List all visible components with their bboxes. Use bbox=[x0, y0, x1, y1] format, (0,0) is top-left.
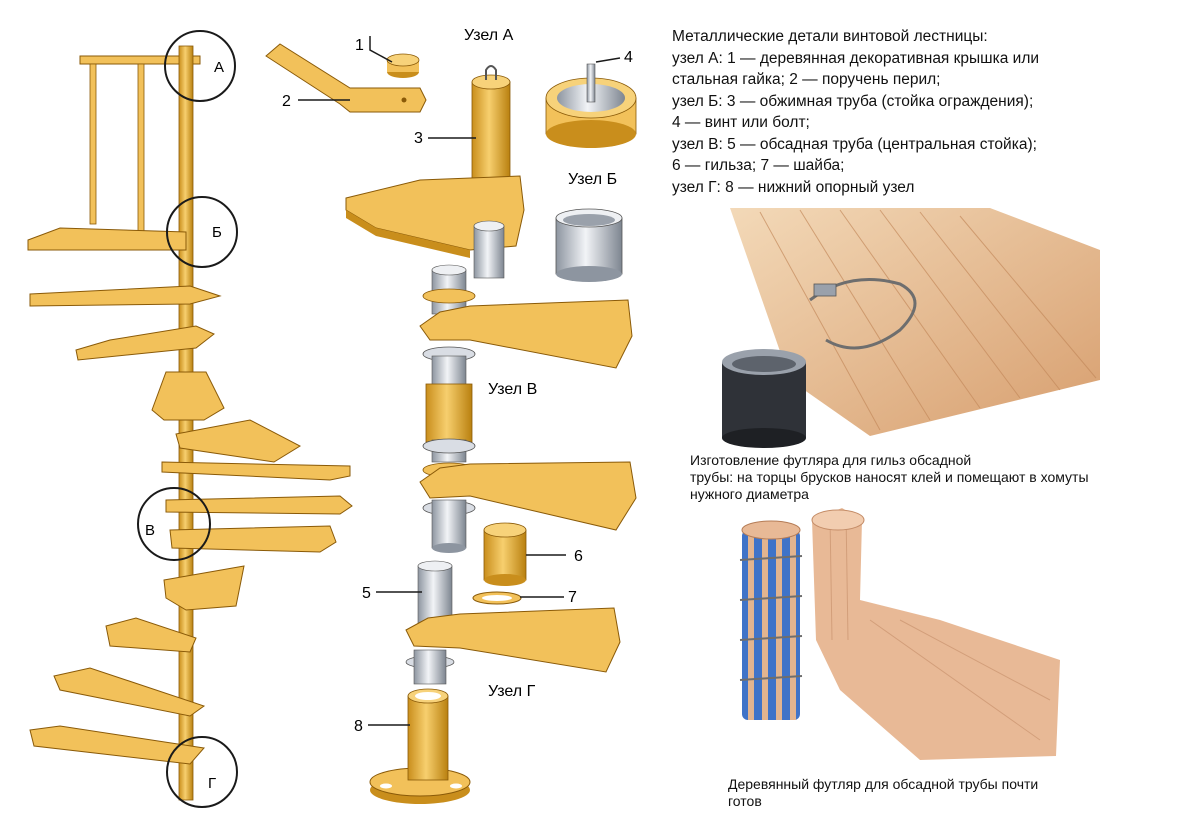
circle-letter-v: В bbox=[145, 522, 155, 539]
part-washer-7 bbox=[472, 591, 522, 605]
part-number-4: 4 bbox=[624, 49, 633, 66]
assembled-staircase bbox=[27, 30, 353, 808]
node-label-b: Узел Б bbox=[568, 171, 617, 188]
circle-letter-a: А bbox=[214, 59, 224, 76]
legend-line: узел Б: 3 — обжимная труба (стойка ограж… bbox=[672, 92, 1034, 110]
photo-clamping-boards bbox=[730, 208, 1100, 436]
part-sleeve-6 bbox=[483, 522, 527, 586]
photo-wooden-casing bbox=[739, 508, 1060, 760]
part-number-1: 1 bbox=[355, 37, 364, 54]
node-label-g: Узел Г bbox=[488, 683, 536, 700]
photo2-caption: Деревянный футляр для обсадной трубы поч… bbox=[728, 776, 1038, 810]
node-label-v: Узел В bbox=[488, 381, 537, 398]
part-number-2: 2 bbox=[282, 93, 291, 110]
part-cap-1 bbox=[386, 53, 420, 78]
part-sleeve-steel bbox=[555, 208, 623, 282]
legend: Металлические детали винтовой лестницы: … bbox=[672, 26, 1192, 198]
caption-line: нужного диаметра bbox=[690, 486, 809, 502]
part-handrail-2 bbox=[265, 43, 427, 113]
step-v1 bbox=[419, 299, 633, 369]
part-number-6: 6 bbox=[574, 548, 583, 565]
lower-stack bbox=[405, 649, 455, 685]
part-number-3: 3 bbox=[414, 130, 423, 147]
caption-line: трубы: на торцы брусков наносят клей и п… bbox=[690, 469, 1089, 485]
node-label-a: Узел А bbox=[464, 27, 514, 44]
legend-line: узел А: 1 — деревянная декоративная крыш… bbox=[672, 49, 1040, 67]
legend-line: 6 — гильза; 7 — шайба; bbox=[672, 157, 845, 174]
legend-line: 4 — винт или болт; bbox=[672, 114, 810, 131]
part-bolt-4 bbox=[545, 63, 637, 148]
step-v2 bbox=[419, 461, 637, 531]
circle-letter-b: Б bbox=[212, 224, 222, 241]
caption-line: Изготовление футляра для гильз обсадной bbox=[690, 452, 972, 468]
part-base-8 bbox=[369, 688, 471, 804]
caption-line: готов bbox=[728, 793, 762, 809]
part-tube-under-b bbox=[473, 220, 505, 279]
legend-title: Металлические детали винтовой лестницы: bbox=[672, 28, 988, 45]
photo1-caption: Изготовление футляра для гильз обсадной … bbox=[690, 452, 1089, 503]
part-number-7: 7 bbox=[568, 589, 577, 606]
legend-line: узел Г: 8 — нижний опорный узел bbox=[672, 178, 915, 196]
step-g bbox=[405, 607, 621, 673]
circle-letter-g: Г bbox=[208, 775, 216, 792]
legend-line: стальная гайка; 2 — поручень перил; bbox=[672, 71, 941, 88]
photo-steel-sleeve bbox=[722, 349, 806, 448]
legend-line: узел В: 5 — обсадная труба (центральная … bbox=[672, 135, 1037, 153]
part-number-5: 5 bbox=[362, 585, 371, 602]
caption-line: Деревянный футляр для обсадной трубы поч… bbox=[728, 776, 1039, 792]
part-number-8: 8 bbox=[354, 718, 363, 735]
